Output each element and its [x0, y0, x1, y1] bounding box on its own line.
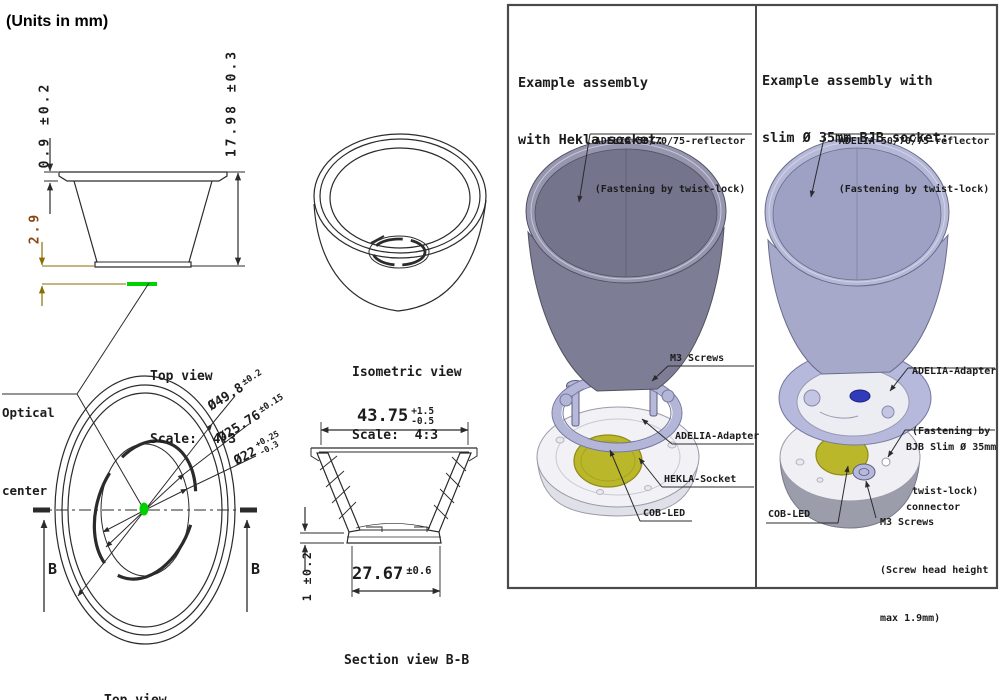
section-marker-b-right: B	[251, 560, 261, 578]
assembly-hekla-illustration	[525, 133, 754, 522]
bjb-reflector-label: ADELIA-50/70/75-reflector (Fastening by …	[838, 136, 990, 195]
assembly-bjb-illustration	[764, 133, 995, 529]
top-view-title: Top view Scale: 4:3	[104, 648, 190, 700]
bjb-connector-label: BJB Slim Ø 35mm connector	[906, 442, 997, 513]
dim-total-height: 17.98 ±0.3	[224, 48, 240, 158]
units-note: (Units in mm)	[6, 13, 109, 30]
hekla-panel-title: Example assembly with Hekla socket:	[518, 75, 665, 148]
hekla-leader-lines	[577, 133, 754, 522]
hekla-socket-label: HEKLA-Socket	[664, 474, 737, 485]
bjb-connector-hole	[881, 457, 891, 467]
isometric-view	[313, 133, 487, 312]
dim-top-width: 43.75 +1.5-0.5	[357, 406, 435, 428]
blue-plug	[849, 389, 871, 403]
bjb-adapter-label: ADELIA-Adapter (Fastening by twist-lock)	[912, 366, 997, 497]
optical-center-mark-top	[139, 502, 149, 516]
offset-dimension-lines	[38, 242, 126, 306]
dim-bottom-width: 27.67 ±0.6	[352, 564, 432, 584]
isometric-view-title: Isometric view Scale: 4:3	[352, 365, 462, 443]
dim-base-height: 1 ±0.2	[300, 550, 314, 602]
side-view-flange	[58, 171, 228, 182]
section-view	[300, 422, 478, 597]
dim-optical-offset: 2.9	[27, 211, 43, 245]
section-view-title: Section view B-B Scale: 4:3	[344, 653, 470, 668]
hekla-adapter-label: ADELIA-Adapter	[675, 431, 760, 442]
hekla-reflector-label: ADELIA-50/70/75-reflector (Fastening by …	[594, 136, 746, 195]
assembly-panels-frame	[506, 3, 999, 590]
bjb-screws-label: M3 Screws (Screw head height max 1.9mm)	[880, 517, 989, 624]
dim-flange-thickness: 0.9 ±0.2	[37, 81, 53, 169]
hekla-screws-label: M3 Screws	[670, 353, 725, 364]
hekla-led-label: COB-LED	[643, 508, 686, 519]
top-view	[33, 375, 257, 645]
reflector-cone-right	[764, 137, 950, 375]
bjb-leader-lines	[766, 133, 995, 524]
adelia-adapter-right	[778, 350, 932, 446]
side-view	[2, 138, 245, 509]
bjb-led-label: COB-LED	[768, 509, 811, 520]
section-marker-b-left: B	[48, 560, 58, 578]
optical-center-label: Optical center	[2, 405, 55, 498]
side-view-title: Top view Scale: 4:3	[150, 369, 237, 447]
reflector-cone-left	[525, 138, 727, 392]
m3-screw-right	[852, 463, 876, 481]
bjb-panel-title: Example assembly with slim Ø 35mm BJB so…	[762, 73, 949, 146]
side-view-bowl	[73, 180, 213, 268]
